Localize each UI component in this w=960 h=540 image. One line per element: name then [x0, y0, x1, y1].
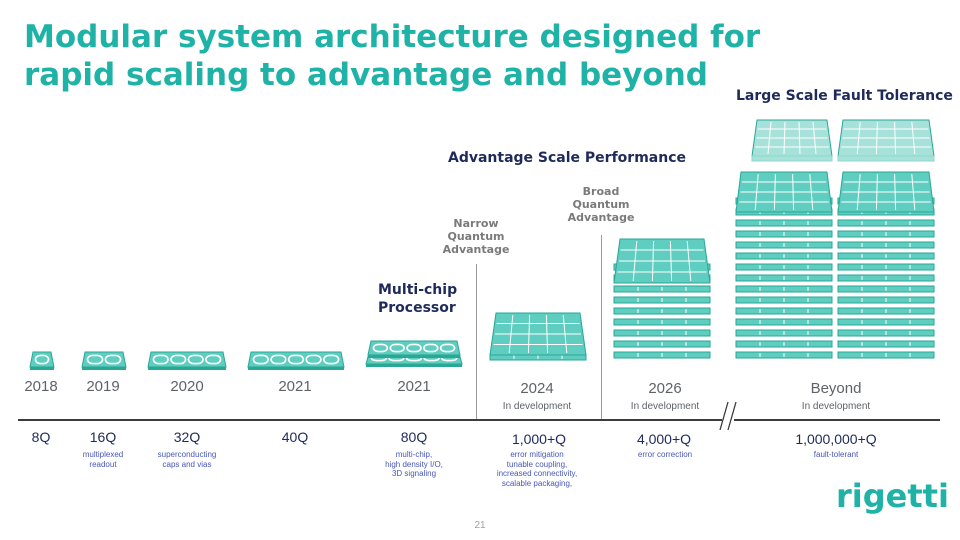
milestone-broad-line3: Advantage [567, 211, 635, 224]
year-2024: 2024 [520, 380, 554, 397]
desc-2020-line2: caps and vias [162, 459, 212, 469]
desc-2019-line2: readout [89, 459, 117, 469]
chip-2021-b-upper-ring [372, 343, 389, 353]
chip-2020-ring [170, 354, 187, 365]
chip-2021-b-upper-ring [389, 343, 405, 353]
chip-2021-a-ring [305, 354, 322, 365]
qubits-2019: 16Q [89, 429, 117, 445]
qubits-2021-b: 80Q [400, 429, 428, 445]
chip-2021-b-lower-edge [366, 364, 462, 367]
slide-title: Modular system architecture designed for… [24, 18, 760, 94]
label-multichip-processor: Multi-chip Processor [378, 281, 457, 317]
milestone-broad-line [601, 235, 602, 419]
milestone-narrow-line1: Narrow [453, 217, 499, 230]
chip-2021-b-upper-ring [439, 343, 456, 353]
desc-2021-b: multi-chip, high density I/O, 3D signali… [349, 450, 479, 479]
chip-2021-a-ring [270, 354, 287, 365]
desc-beyond: fault-tolerant [771, 450, 901, 460]
qubits-2024: 1,000+Q [511, 431, 567, 447]
label-advantage-scale-performance: Advantage Scale Performance [448, 150, 686, 166]
desc-2019-line1: multiplexed [82, 450, 124, 459]
chip-2020-ring [205, 354, 222, 365]
qubits-2020: 32Q [173, 429, 201, 445]
label-multichip-line2: Processor [378, 300, 456, 316]
slide-title-line2: rapid scaling to advantage and beyond [24, 57, 708, 93]
desc-2024-line4: scalable packaging, [501, 478, 573, 488]
chip-2021-a-ring [323, 354, 340, 365]
chip-2021-b-upper-ring [423, 343, 439, 353]
timeline-break-marker [716, 400, 742, 431]
milestone-narrow-line3: Advantage [442, 243, 510, 256]
milestone-narrow-quantum-advantage: Narrow Quantum Advantage [436, 217, 516, 256]
desc-2021-b-line1: multi-chip, [395, 450, 433, 459]
chip-2020-ring [152, 354, 169, 365]
year-2018: 2018 [24, 378, 58, 395]
chip-2021-a-ring [287, 354, 305, 365]
chip-2021-b-upper-edge [368, 355, 460, 358]
desc-2019: multiplexed readout [38, 450, 168, 469]
status-2024: In development [502, 401, 572, 412]
desc-2024-line1: error mitigation [510, 450, 564, 459]
chip-beyond-faded-edge-1 [837, 155, 935, 162]
desc-2021-b-line2: high density I/O, [385, 459, 443, 469]
desc-2020: superconducting caps and vias [122, 450, 252, 469]
desc-beyond-line1: fault-tolerant [813, 450, 859, 459]
chip-beyond-faded-edge-0 [751, 155, 833, 162]
year-2021-b: 2021 [397, 378, 431, 395]
chip-2020-edge [148, 367, 226, 370]
qubits-2026: 4,000+Q [636, 431, 692, 447]
year-2019: 2019 [86, 378, 120, 395]
desc-2026: error correction [600, 450, 730, 460]
year-2020: 2020 [170, 378, 204, 395]
chip-2020-ring [187, 354, 204, 365]
label-multichip-line1: Multi-chip [378, 282, 458, 298]
desc-2021-b-line3: 3D signaling [391, 469, 437, 478]
milestone-narrow-line [476, 264, 477, 419]
desc-2024: error mitigation tunable coupling, incre… [472, 450, 602, 488]
chip-2019-edge [82, 367, 126, 370]
status-beyond: In development [801, 401, 871, 412]
year-2021-a: 2021 [278, 378, 312, 395]
desc-2020-line1: superconducting [157, 450, 217, 459]
chip-2019-ring [86, 354, 104, 365]
slide-title-line1: Modular system architecture designed for [24, 19, 761, 55]
desc-2026-line1: error correction [637, 450, 693, 459]
qubits-2021-a: 40Q [281, 429, 309, 445]
chip-2019-ring [104, 354, 122, 365]
year-2026: 2026 [648, 380, 682, 397]
qubits-beyond: 1,000,000+Q [795, 431, 877, 447]
status-2026: In development [630, 401, 700, 412]
desc-2024-line2: tunable coupling, [506, 459, 568, 469]
chip-2021-b-upper-ring [406, 343, 422, 353]
chip-2018-ring [34, 354, 50, 365]
milestone-broad-quantum-advantage: Broad Quantum Advantage [561, 185, 641, 224]
milestone-broad-line2: Quantum [572, 198, 630, 211]
milestone-narrow-line2: Quantum [447, 230, 505, 243]
page-number: 21 [474, 520, 486, 531]
milestone-broad-line1: Broad [582, 185, 620, 198]
chip-2021-a-ring [252, 354, 269, 365]
year-beyond: Beyond [810, 380, 862, 397]
qubits-2018: 8Q [31, 429, 51, 445]
desc-2024-line3: increased connectivity, [496, 469, 578, 478]
rigetti-logo: rigetti [836, 477, 949, 515]
label-large-scale-fault-tolerance: Large Scale Fault Tolerance [736, 88, 953, 104]
timeline-axis [18, 419, 940, 421]
chip-2021-a-edge [248, 367, 344, 370]
chip-2018-edge [30, 367, 54, 370]
